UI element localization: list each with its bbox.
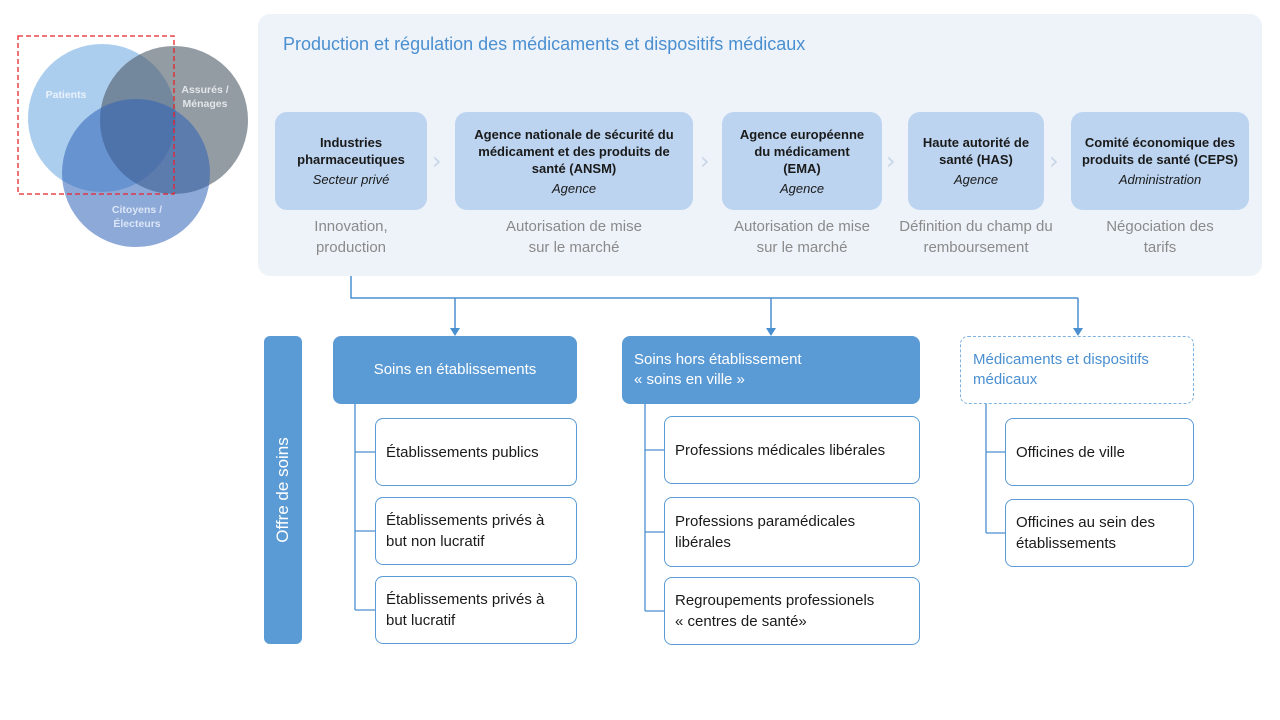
actor-type: Agence (551, 180, 597, 196)
venn-label-assures: Assurés / Ménages (181, 84, 229, 110)
category-title: Médicaments et dispositifs médicaux (973, 351, 1149, 388)
actor-ansm: Agence nationale de sécurité du médicame… (455, 112, 693, 210)
item-regroupements: Regroupements professionels « centres de… (664, 577, 920, 645)
category-etablissements: Soins en établissements (333, 336, 577, 404)
category-title: Soins en établissements (373, 361, 537, 378)
chevron-right-icon: › (1049, 147, 1059, 175)
role-ceps: Négociation des tarifs (1106, 218, 1214, 256)
actor-name: Comité économique des produits de santé … (1081, 135, 1239, 167)
actor-name: Industries pharmaceutiques (297, 135, 405, 167)
item-officines-ville: Officines de ville (1005, 418, 1194, 486)
actor-name: Agence nationale de sécurité du médicame… (474, 126, 674, 176)
venn-highlight-box (17, 35, 175, 195)
actor-industries: Industries pharmaceutiques Secteur privé (275, 112, 427, 210)
chevron-right-icon: › (700, 147, 710, 175)
item-officines-etablissements: Officines au sein des établissements (1005, 499, 1194, 567)
offre-label: Offre de soins (273, 437, 292, 543)
actor-name: Agence européenne du médicament (EMA) (739, 126, 865, 176)
actor-ceps: Comité économique des produits de santé … (1071, 112, 1249, 210)
arrowhead-col3 (1073, 328, 1083, 336)
actor-has: Haute autorité de santé (HAS) Agence (908, 112, 1044, 210)
category-title: Soins hors établissement « soins en vill… (634, 351, 802, 388)
category-medicaments: Médicaments et dispositifs médicaux (960, 336, 1194, 404)
actor-type: Secteur privé (312, 172, 390, 187)
venn-label-citoyens: Citoyens / Électeurs (111, 204, 163, 230)
item-etab-prives-lucratif: Établissements privés à but lucratif (375, 576, 577, 644)
actor-ema: Agence européenne du médicament (EMA) Ag… (722, 112, 882, 210)
role-industries: Innovation, production (314, 218, 388, 256)
role-ema: Autorisation de mise sur le marché (734, 218, 870, 256)
actor-type: Administration (1118, 172, 1202, 187)
actor-type: Agence (953, 172, 999, 187)
role-ansm: Autorisation de mise sur le marché (506, 218, 642, 256)
regulation-title: Production et régulation des médicaments… (283, 34, 806, 54)
venn-label-patients: Patients (45, 89, 87, 101)
chevron-right-icon: › (432, 147, 442, 175)
item-prof-paramedicales: Professions paramédicales libérales (664, 497, 920, 567)
role-has: Définition du champ du remboursement (899, 218, 1053, 256)
actor-type: Agence (779, 180, 825, 196)
category-soins-ville: Soins hors établissement « soins en vill… (622, 336, 920, 404)
item-etab-prives-non-lucratif: Établissements privés à but non lucratif (375, 497, 577, 565)
arrowhead-col1 (450, 328, 460, 336)
arrowhead-col2 (766, 328, 776, 336)
venn-circle-citoyens (62, 99, 210, 247)
chevron-right-icon: › (886, 147, 896, 175)
offre-label-box: Offre de soins (264, 336, 302, 644)
actor-name: Haute autorité de santé (HAS) (922, 135, 1030, 167)
item-etab-publics: Établissements publics (375, 418, 577, 486)
item-prof-medicales: Professions médicales libérales (664, 416, 920, 484)
